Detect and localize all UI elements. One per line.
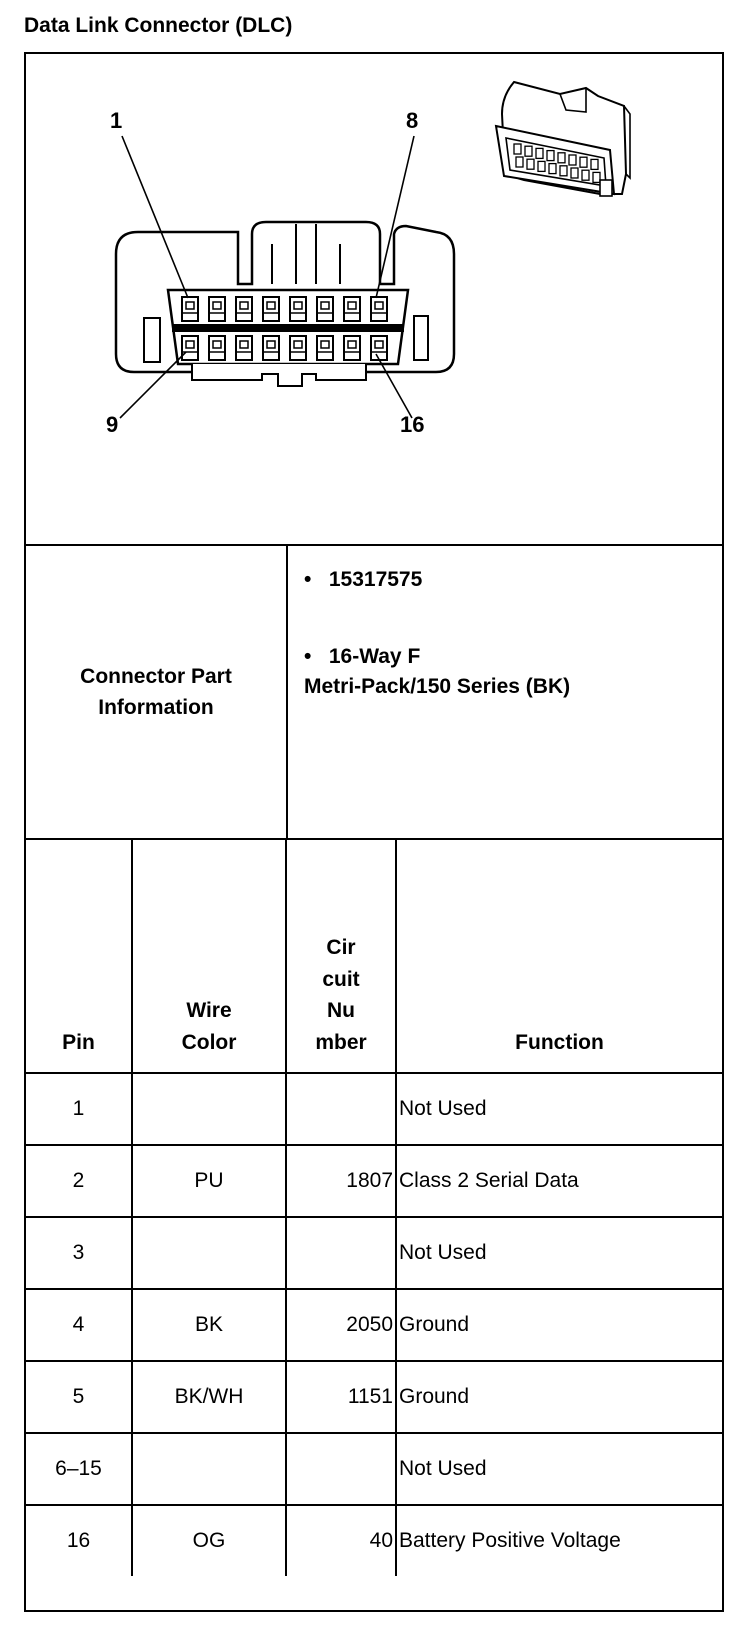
pin-contact: [239, 301, 249, 310]
iso-pin-cavity: [579, 156, 588, 168]
description-line-1: 16-Way F: [328, 645, 421, 668]
pin-contact: [293, 340, 303, 349]
iso-pin-cavity: [524, 145, 533, 157]
iso-pin-cavity: [592, 171, 601, 184]
pin-contact: [266, 301, 276, 310]
iso-pin-cavity: [568, 154, 577, 166]
pin-contact: [185, 301, 195, 310]
pin-contact: [320, 301, 330, 310]
connector-diagram: 1 8 9 16: [26, 54, 722, 546]
connector-3d-view: [494, 80, 631, 197]
leader-pin-8: [375, 135, 415, 299]
iso-pin-cavity: [546, 149, 555, 162]
right-slot: [413, 315, 429, 361]
connector-sheet: 1 8 9 16 Connector Part Information • 15…: [24, 52, 724, 1612]
connector-part-info-label: Connector Part Information: [26, 546, 288, 838]
pin-contact: [293, 301, 303, 310]
iso-pin-cavity: [513, 143, 522, 155]
pin-contact: [374, 301, 384, 310]
pin-label-16: 16: [400, 412, 425, 437]
leader-pin-16: [375, 353, 413, 419]
header-pin: Pin: [26, 840, 133, 1074]
leader-pin-9: [119, 351, 187, 419]
iso-pin-cavity: [557, 152, 566, 164]
pin-contact: [374, 340, 384, 349]
pin-contact: [347, 301, 357, 310]
pin-contact: [212, 301, 222, 310]
connector-face-drawing: [114, 80, 631, 419]
header-function: Function: [395, 840, 722, 1074]
pin-contact: [212, 340, 222, 349]
iso-pin-cavity: [548, 162, 557, 175]
pin-label-9: 9: [106, 412, 119, 437]
part-number-bullet: • 15317575: [304, 568, 423, 591]
pin-contact: [185, 340, 195, 349]
pin-label-8: 8: [406, 108, 419, 133]
pin-contact: [266, 340, 276, 349]
iso-pin-cavity: [570, 167, 579, 179]
pin-label-1: 1: [110, 108, 123, 133]
left-slot: [143, 317, 161, 363]
pin-row-top: [181, 296, 388, 322]
connector-part-info: Connector Part Information • 15317575 • …: [26, 546, 722, 840]
part-number: 15317575: [328, 568, 423, 591]
pin-row-bottom: [181, 335, 388, 361]
pin-contact: [320, 340, 330, 349]
pin-contact: [347, 340, 357, 349]
iso-pin-cavity: [559, 165, 568, 177]
iso-pin-cavity: [537, 160, 546, 173]
iso-pin-cavity: [581, 169, 590, 181]
description-line-2: Metri-Pack/150 Series (BK): [304, 675, 571, 699]
iso-pin-cavity: [535, 147, 544, 160]
iso-pin-cavity: [590, 158, 599, 171]
pin-contact: [239, 340, 249, 349]
page-title: Data Link Connector (DLC): [24, 14, 293, 37]
iso-pin-cavity: [526, 158, 535, 170]
iso-pin-cavity: [515, 156, 524, 168]
bottom-latch: [191, 364, 367, 387]
leader-pin-1: [121, 135, 189, 299]
